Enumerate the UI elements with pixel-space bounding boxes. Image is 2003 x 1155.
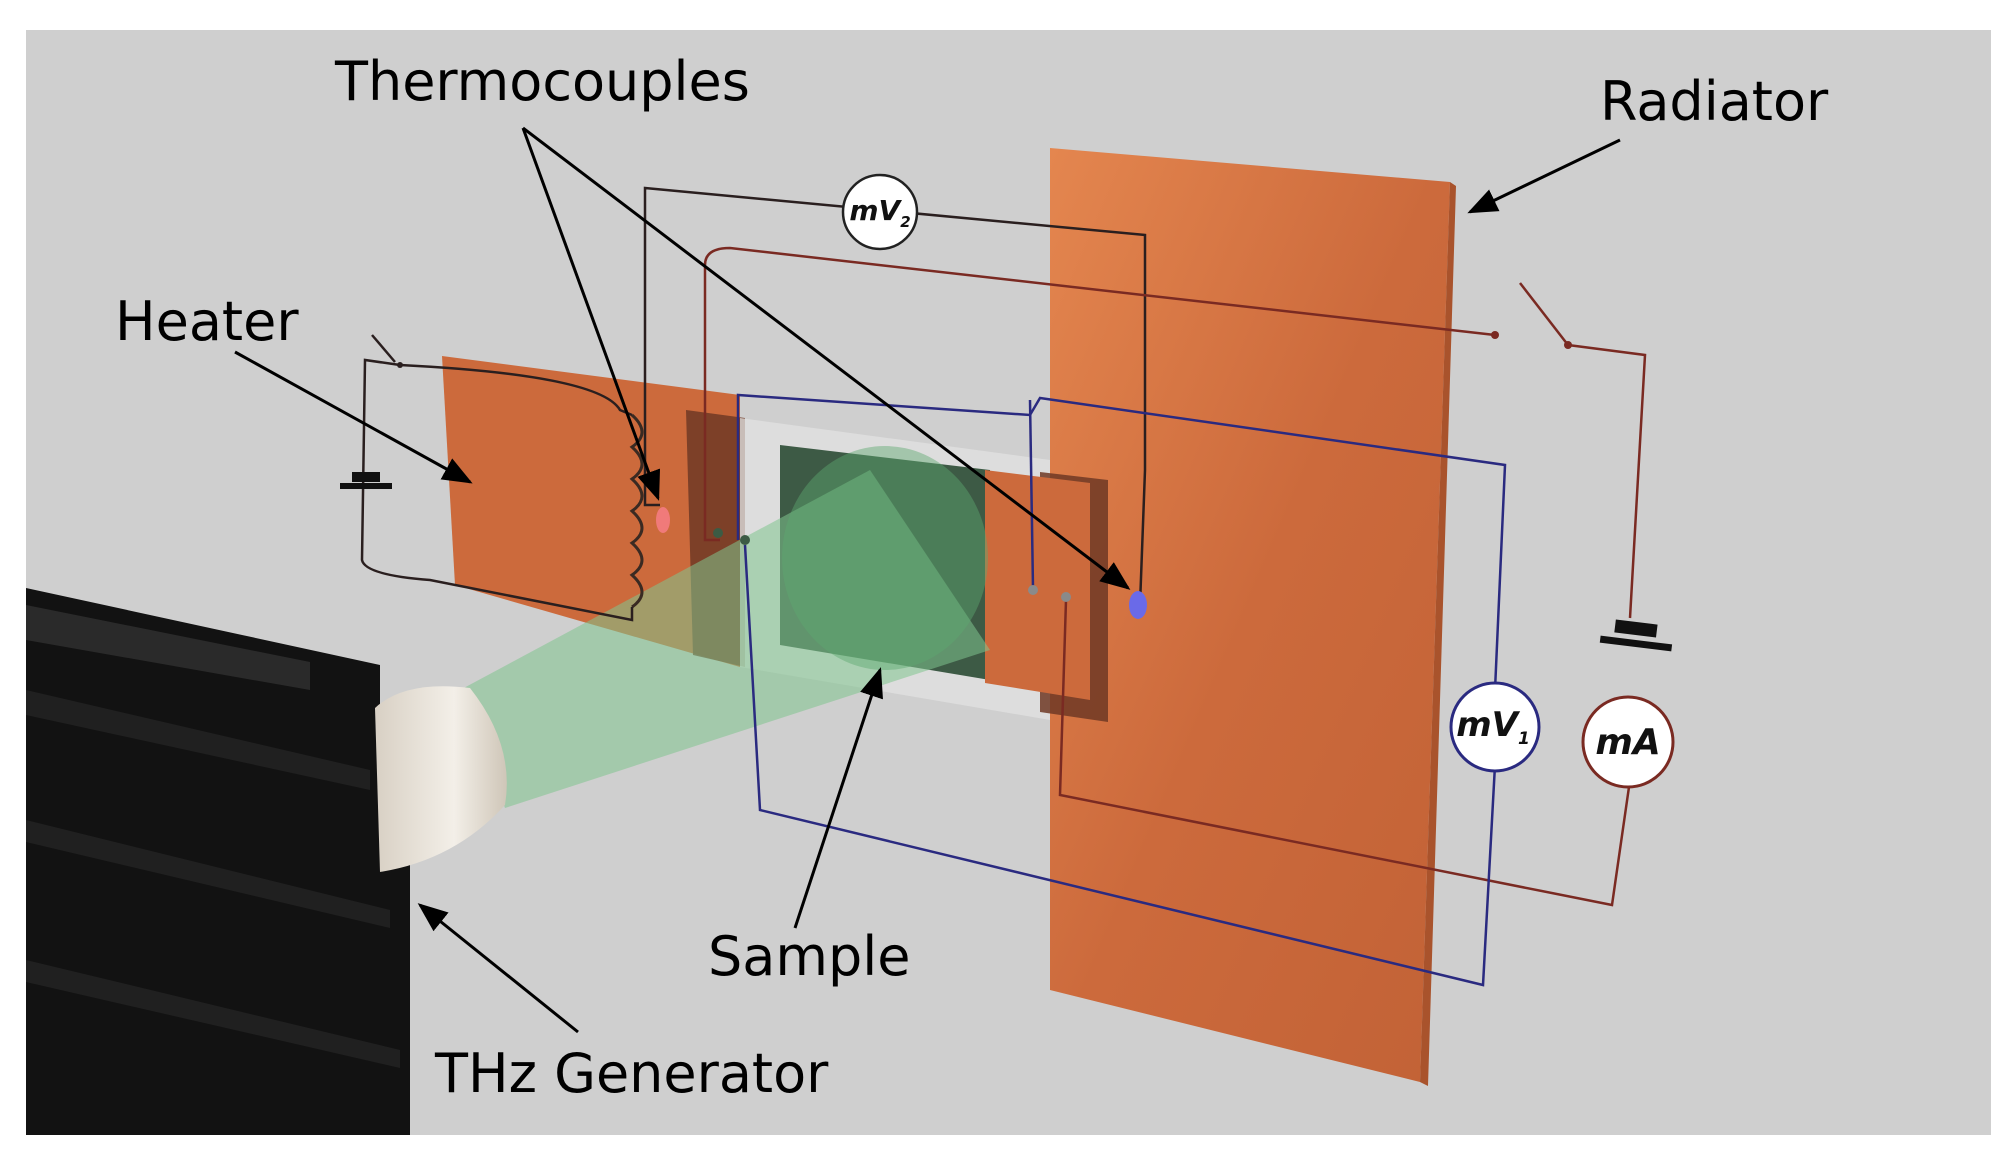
thz-generator-ridge-4	[26, 960, 400, 1068]
meter-mv2-sub: 2	[900, 213, 910, 231]
meter-mv1: mV1	[1449, 681, 1541, 773]
arrow-heater	[234, 350, 473, 484]
thz-generator-ridge-2	[26, 690, 370, 790]
label-heater: Heater	[115, 290, 299, 353]
heater-switch	[371, 334, 396, 363]
ma-circuit-wire-bottom	[1058, 599, 1632, 907]
radiator-edge	[1420, 182, 1456, 1086]
mv1-wire-bottom	[743, 544, 1497, 987]
arrow-thz-generator	[417, 903, 579, 1034]
thermocouple-red	[656, 507, 670, 533]
arrow-radiator	[1467, 138, 1621, 214]
sink-plate	[985, 470, 1090, 700]
thz-generator-nozzle	[375, 686, 507, 872]
ma-switch-contact	[1491, 331, 1499, 339]
mv1-wire-right-probe	[1028, 399, 1035, 589]
radiator-plate	[1050, 148, 1450, 1082]
meter-ma: mA	[1581, 695, 1675, 789]
thz-generator-ridge-3	[26, 820, 390, 928]
meter-ma-label: mA	[1595, 722, 1660, 763]
label-radiator: Radiator	[1600, 70, 1829, 133]
thz-generator-ridge	[26, 605, 310, 690]
label-thermocouples: Thermocouples	[334, 50, 750, 113]
thz-beam	[460, 470, 990, 808]
ma-battery-short	[1614, 619, 1658, 638]
label-sample: Sample	[708, 925, 910, 988]
heater-switch-contact	[397, 362, 403, 368]
heater-battery-short	[352, 472, 380, 482]
thermocouple-blue	[1129, 591, 1147, 619]
meter-mv1-main: mV	[1456, 705, 1520, 745]
arrow-thermocouples-right	[522, 126, 1131, 590]
ma-switch	[1519, 282, 1569, 346]
svg-text:mV2: mV2	[849, 194, 910, 231]
label-thz-generator: THz Generator	[434, 1042, 829, 1105]
probe-contact-left-2	[740, 535, 750, 545]
thz-beam-spot	[782, 446, 988, 670]
probe-contact-right-2	[1061, 592, 1071, 602]
arrow-thermocouples-left	[521, 127, 661, 501]
svg-text:mV1: mV1	[1456, 705, 1530, 749]
heater-battery-long	[340, 483, 392, 489]
arrow-sample	[793, 667, 883, 929]
mv1-wire-top	[736, 393, 1507, 691]
heater-circuit-wire	[360, 358, 634, 622]
ma-battery-long	[1599, 635, 1673, 652]
ma-circuit-wire-right	[1567, 343, 1647, 619]
meter-mv2-main: mV	[849, 194, 902, 227]
probe-contact-right-1	[1028, 585, 1038, 595]
heater-coil	[629, 413, 644, 609]
probe-contact-left-1	[713, 528, 723, 538]
meter-mv2: mV2	[841, 173, 919, 251]
meter-mv1-sub: 1	[1518, 729, 1530, 749]
